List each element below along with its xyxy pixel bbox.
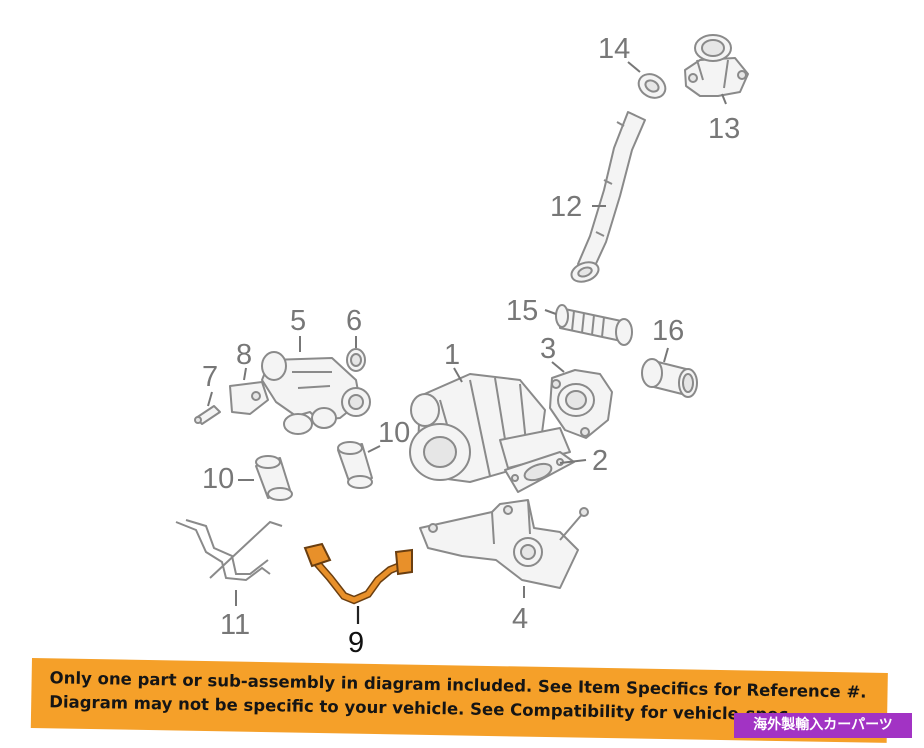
part-11-tube — [175, 519, 283, 582]
part-10-hose-a — [337, 441, 373, 489]
callout-7: 7 — [202, 361, 218, 393]
callout-1: 1 — [444, 339, 460, 371]
part-8-sensor — [229, 381, 269, 415]
part-1-turbocharger — [409, 373, 571, 483]
callout-8: 8 — [236, 339, 252, 371]
callout-5: 5 — [290, 305, 306, 337]
callout-4: 4 — [512, 603, 528, 635]
callout-11: 11 — [220, 609, 250, 641]
part-7-sensor-pin — [194, 405, 221, 425]
callout-12: 12 — [550, 191, 582, 223]
part-9-harness — [303, 542, 413, 605]
part-16-coupling — [641, 358, 698, 398]
callout-2: 2 — [592, 445, 608, 477]
part-12-pipe — [570, 111, 646, 283]
callout-6: 6 — [346, 305, 362, 337]
callout-16: 16 — [652, 315, 684, 347]
part-4-bracket — [419, 499, 589, 589]
import-parts-tag: 海外製輸入カーパーツ — [734, 713, 912, 738]
callout-14: 14 — [598, 33, 630, 65]
part-13-elbow — [684, 34, 749, 97]
callout-13: 13 — [708, 113, 740, 145]
part-5-manifold — [261, 351, 371, 435]
callout-10-a: 10 — [378, 417, 410, 449]
callout-3: 3 — [540, 333, 556, 365]
part-14-clamp — [637, 73, 667, 99]
leader-lines — [207, 61, 727, 624]
callout-9: 9 — [348, 627, 364, 659]
part-3-housing — [549, 369, 613, 439]
callout-15: 15 — [506, 295, 538, 327]
part-15-hose — [555, 304, 633, 346]
part-6-oring — [346, 348, 366, 372]
callout-10-b: 10 — [202, 463, 234, 495]
part-10-hose-b — [255, 455, 293, 501]
